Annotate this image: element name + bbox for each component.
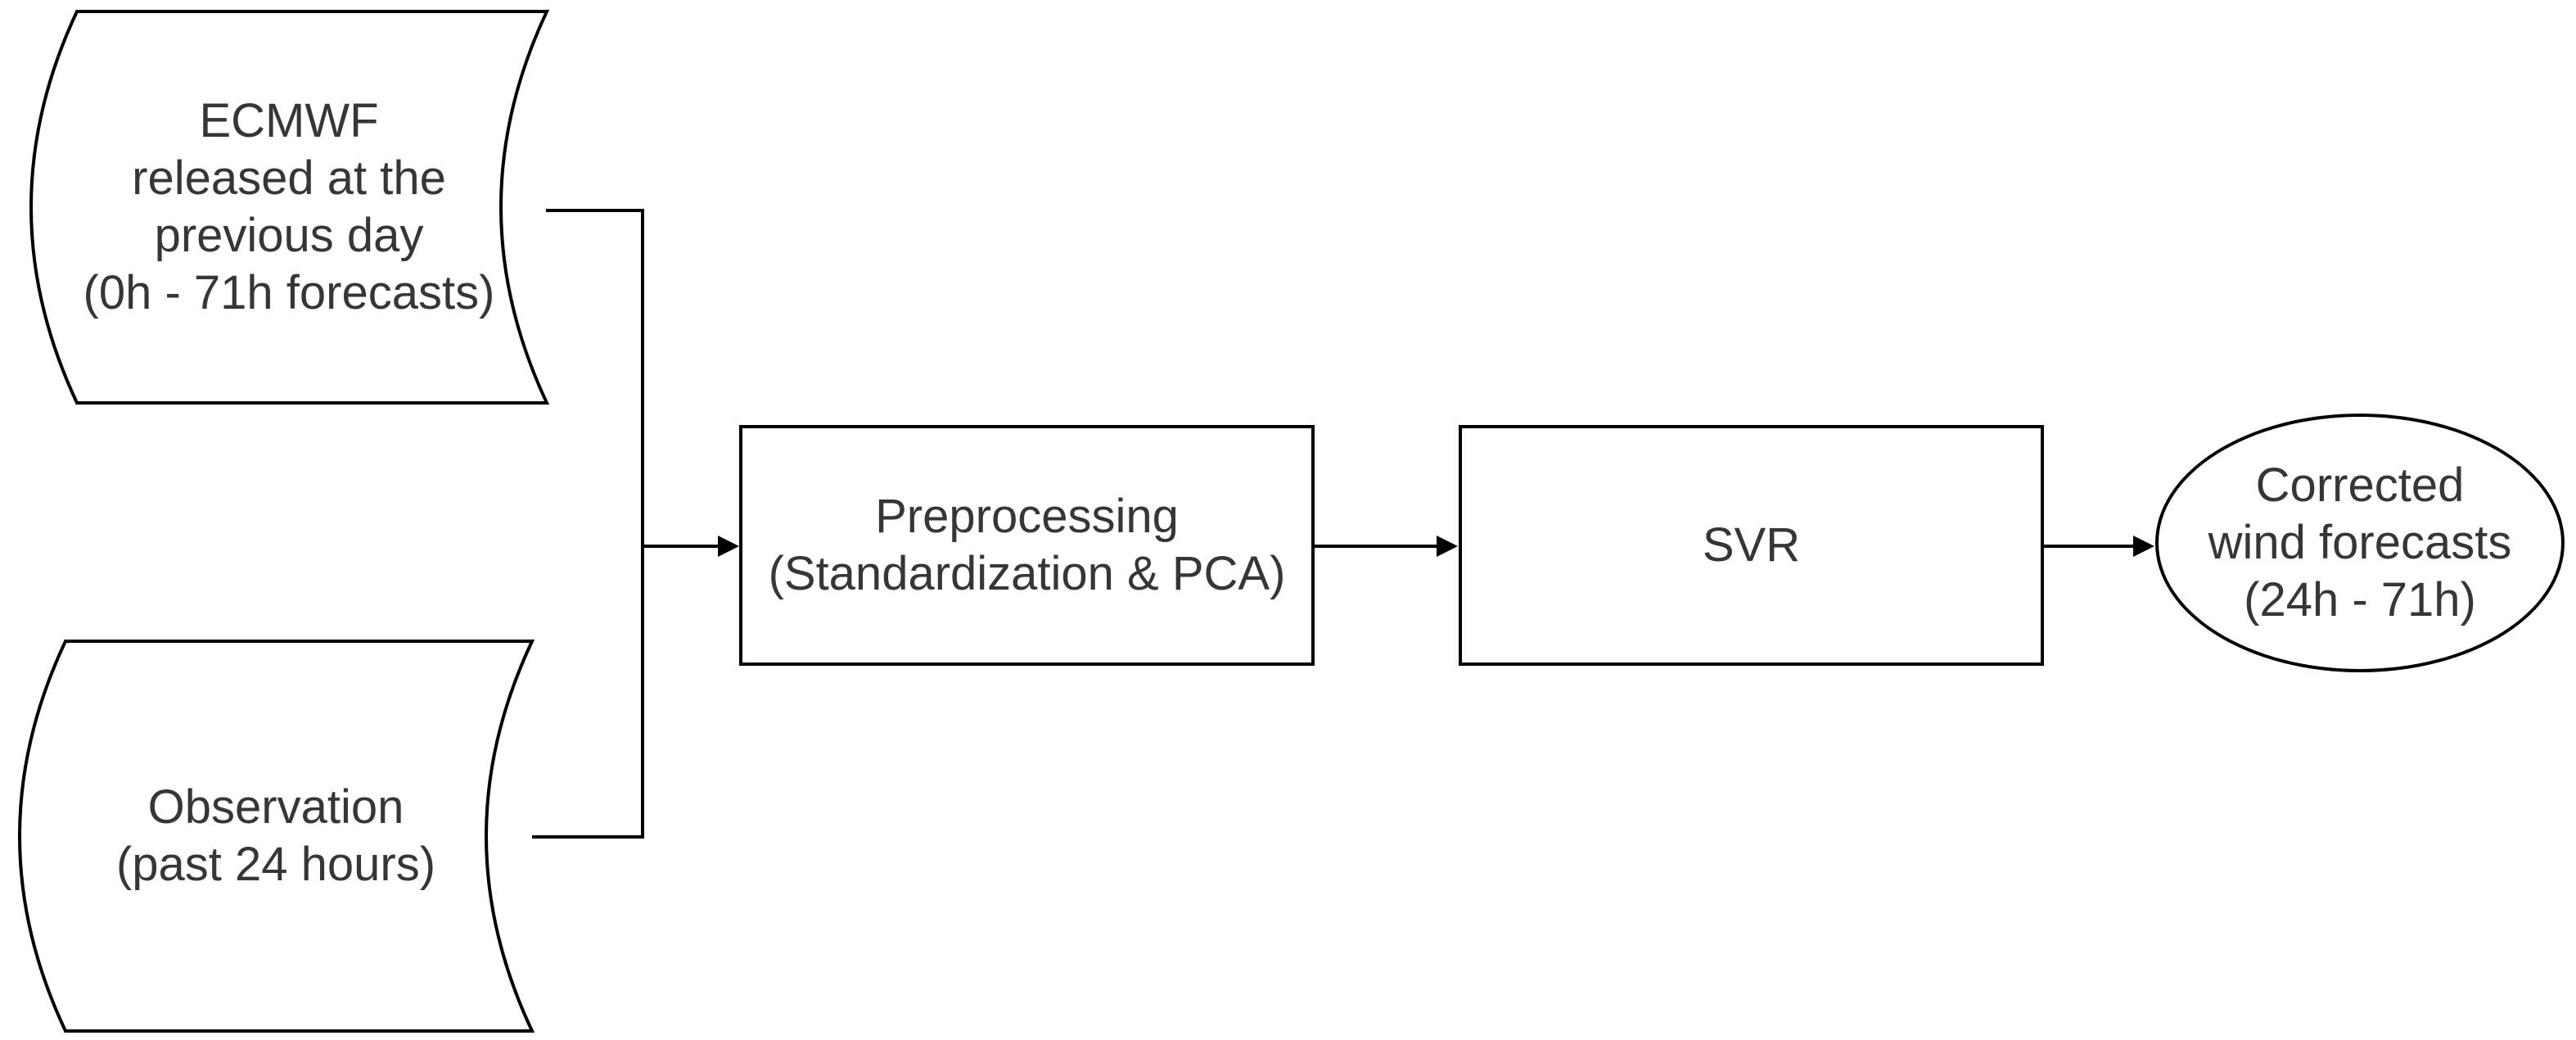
observation-node-label: Observation (past 24 hours): [115, 780, 436, 891]
observation-node-label-wrap: Observation (past 24 hours): [20, 641, 532, 1031]
observation-stored-data-shape: [18, 640, 535, 1033]
svr-node-label: SVR: [1702, 518, 1801, 572]
preprocessing-node-label: Preprocessing (Standardization & PCA): [768, 490, 1286, 600]
preprocessing-node: Preprocessing (Standardization & PCA): [739, 425, 1315, 666]
ecmwf-stored-data-shape: [29, 10, 550, 405]
output-node: Corrected wind forecasts (24h - 71h): [2155, 414, 2565, 672]
arrowhead-to-svr-icon: [1437, 536, 1458, 557]
svr-node: SVR: [1459, 425, 2044, 666]
arrowhead-to-output-icon: [2133, 536, 2154, 557]
arrowhead-to-preprocessing-icon: [718, 536, 739, 557]
ecmwf-node-label-wrap: ECMWF released at the previous day (0h -…: [31, 11, 547, 403]
output-node-label: Corrected wind forecasts (24h - 71h): [2208, 459, 2512, 626]
ecmwf-node-label: ECMWF released at the previous day (0h -…: [83, 94, 495, 319]
